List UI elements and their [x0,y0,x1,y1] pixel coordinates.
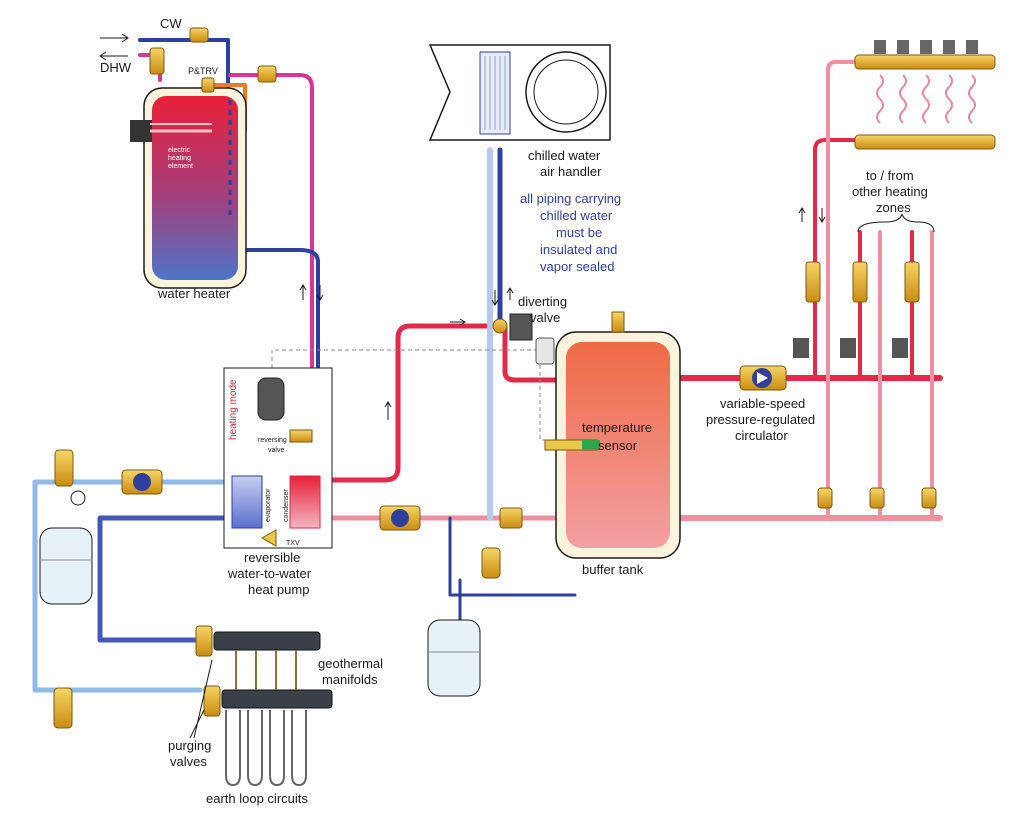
cw-arrow [100,33,129,43]
heat-pump-label-1: reversible [244,550,300,565]
txv-label: TXV [286,540,300,547]
source-circulators [121,469,523,531]
expansion-branch-pipe [448,516,492,597]
zone-riser-1-supply [813,138,862,380]
insulation-note-2: chilled water [540,208,613,223]
compressor [257,377,285,421]
water-heater: electric heating element water heater [130,87,247,301]
geo-manifold-top [213,631,321,651]
ptrv-label: P&TRV [188,66,218,76]
flow-arrows [299,207,826,420]
condenser-label: condenser [283,489,290,522]
geo-manifolds-label-1: geothermal [318,656,383,671]
insulation-note-5: vapor sealed [540,259,614,274]
purging-label-1: purging [168,738,211,753]
manifold-top-bar [854,54,996,70]
expansion-tank-left [39,527,93,605]
geothermal-manifolds: geothermal manifolds purging valves eart… [168,625,383,806]
cw-dhw-valves: CW DHW P&TRV [99,16,277,93]
heat-pump-label-3: heat pump [248,582,309,597]
water-heater-tank [152,96,238,280]
cw-label: CW [160,16,182,31]
zones-label-2: other heating [852,184,928,199]
circulator-label-2: pressure-regulated [706,412,815,427]
electric-element-label-2: heating [168,155,191,162]
evaporator-return-pipe [97,515,233,643]
temperature-sensor-label-1: temperature [582,420,652,435]
zone-valves [793,261,937,509]
reversing-valve-label-2: valve [268,447,284,454]
air-handler-label-1: chilled water [528,148,601,163]
dhw-arrow [99,51,128,61]
geo-manifolds-label-2: manifolds [322,672,378,687]
txv-valve [260,529,277,547]
diverting-label-2: valve [530,310,560,325]
heating-mode-label: heating mode [228,379,239,440]
control-wiring [271,349,560,441]
circulator-label-3: circulator [735,428,788,443]
diverting-to-buffer-pipe [502,323,563,383]
diverting-valve: diverting valve [492,294,567,365]
heater-return-pipe [233,248,320,377]
expansion-tanks [39,449,501,729]
heat-pump-label-2: water-to-water [227,566,312,581]
zones-label-1: to / from [866,168,914,183]
manifold-bottom-bar [854,134,996,150]
condenser-supply-pipe [322,323,501,483]
insulation-note-4: insulated and [540,242,617,257]
evaporator-label: evaporator [265,488,272,522]
buffer-tank-label: buffer tank [582,562,644,577]
reversing-valve-label-1: reversing [258,437,287,444]
piping [32,38,943,693]
blower-wheel [525,51,607,133]
zone-circulator: variable-speed pressure-regulated circul… [706,365,815,443]
zones-brace [857,213,935,233]
cold-water-pipe [138,38,230,102]
temperature-sensor-label-2: sensor [598,438,638,453]
zones-label-3: zones [876,200,911,215]
heater-hot-supply-pipe [228,73,314,377]
evaporator [231,475,263,529]
geo-manifold-bottom [221,689,333,709]
electric-element-label-3: element [168,163,193,170]
buffer-tank: temperature sensor buffer tank [544,311,681,577]
expansion-tank-right [427,619,481,697]
reversing-valve [289,429,313,443]
heat-pump: heating mode reversing valve evaporator … [223,367,333,597]
water-heater-label: water heater [157,286,231,301]
purging-label-2: valves [170,754,207,769]
insulation-note-3: must be [556,225,602,240]
insulation-note: all piping carrying chilled water must b… [520,191,621,274]
dhw-label: DHW [100,60,132,75]
circulator-label-1: variable-speed [720,396,805,411]
zone-manifold: to / from other heating zones [852,40,996,233]
condenser [289,475,321,529]
air-handler-label-2: air handler [540,164,602,179]
electric-element-label-1: electric [168,147,191,154]
electric-element [130,120,152,142]
zone-riser-1-return [826,60,862,520]
buffer-tank-interior [566,342,670,548]
insulation-note-1: all piping carrying [520,191,621,206]
earth-loop-label: earth loop circuits [206,791,308,806]
purging-leader [189,659,213,739]
diverting-label-1: diverting [518,294,567,309]
air-handler: chilled water air handler [428,44,611,179]
